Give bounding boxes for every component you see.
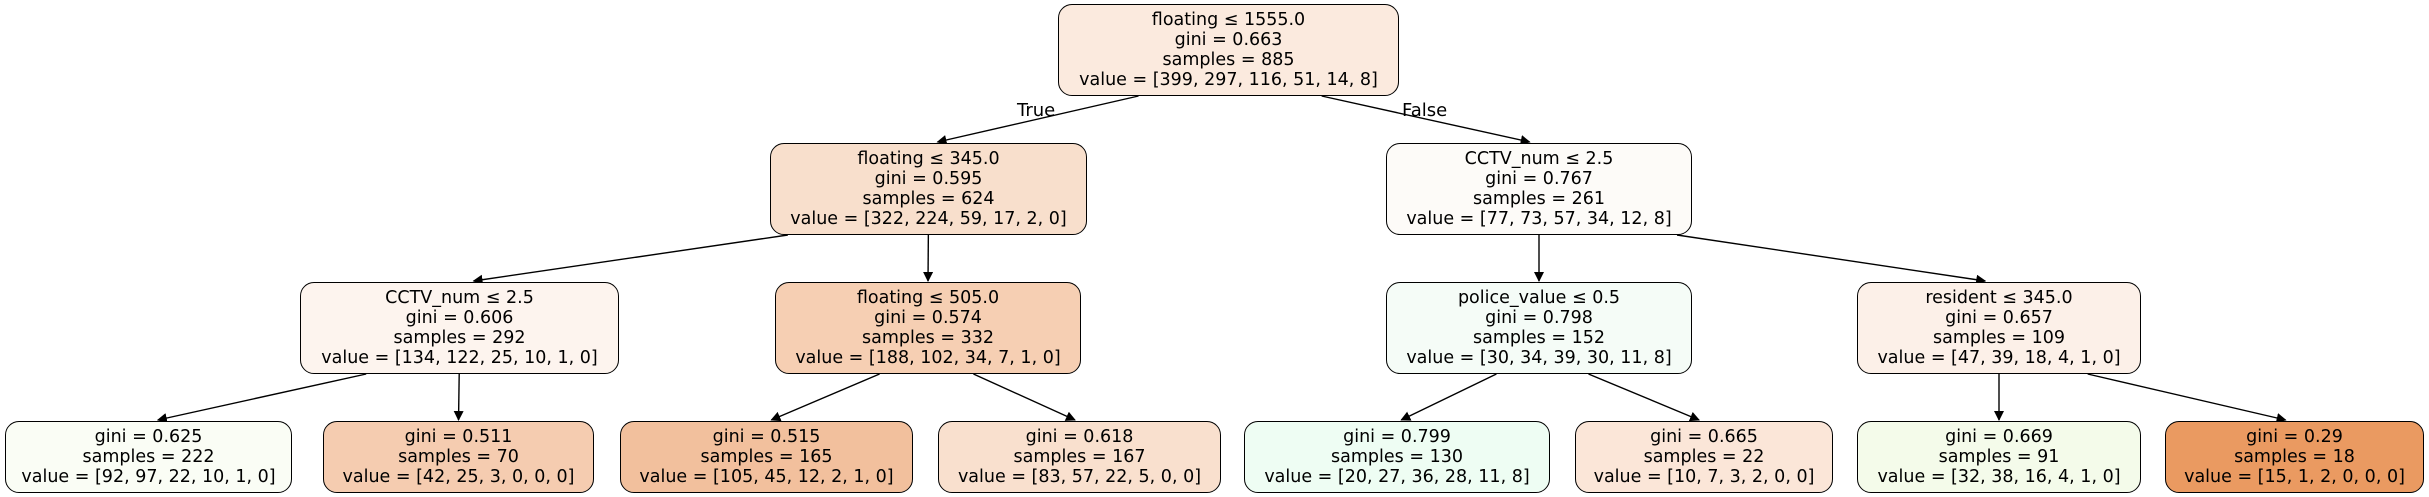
node-text-line: value = [42, 25, 3, 0, 0, 0] xyxy=(342,467,575,487)
node-text-line: value = [32, 38, 16, 4, 1, 0] xyxy=(1877,467,2121,487)
node-text-line: value = [83, 57, 22, 5, 0, 0] xyxy=(957,467,1202,487)
node-text-line: gini = 0.606 xyxy=(405,308,514,328)
node-text-line: gini = 0.767 xyxy=(1485,169,1593,189)
node-text-line: CCTV_num ≤ 2.5 xyxy=(1464,149,1614,169)
node-text-line: samples = 70 xyxy=(398,447,519,467)
edge-n4-l3 xyxy=(770,373,880,422)
node-text-line: gini = 0.669 xyxy=(1945,427,2053,447)
node-text-line: samples = 624 xyxy=(862,189,995,209)
node-text-line: samples = 165 xyxy=(700,447,833,467)
edge-n3-l1 xyxy=(156,373,367,423)
node-text-line: value = [92, 97, 22, 10, 1, 0] xyxy=(21,467,276,487)
node-text-line: CCTV_num ≤ 2.5 xyxy=(385,288,534,308)
edge-n1-n3 xyxy=(472,234,788,285)
node-text-line: floating ≤ 1555.0 xyxy=(1151,10,1306,30)
node-text-line: value = [30, 34, 39, 30, 11, 8] xyxy=(1406,348,1672,368)
node-text-line: gini = 0.574 xyxy=(874,308,982,328)
node-text-line: gini = 0.595 xyxy=(874,169,983,189)
node-text-line: samples = 91 xyxy=(1938,447,2060,467)
edge-root-n1 xyxy=(936,95,1139,145)
edge-n2-n6 xyxy=(1676,234,1987,285)
node-text-line: value = [77, 73, 57, 34, 12, 8] xyxy=(1406,209,1672,229)
edge-label-false: False xyxy=(1402,100,1448,121)
edge-root-n2 xyxy=(1321,95,1531,145)
node-text-line: gini = 0.657 xyxy=(1945,308,2053,328)
node-text-line: gini = 0.663 xyxy=(1174,30,1283,50)
node-text-line: floating ≤ 345.0 xyxy=(857,149,1000,169)
node-text-line: value = [105, 45, 12, 2, 1, 0] xyxy=(639,467,894,487)
edge-n6-l8 xyxy=(2087,373,2287,423)
node-text-line: value = [322, 224, 59, 17, 2, 0] xyxy=(790,209,1067,229)
edge-n4-l4 xyxy=(973,373,1076,421)
node-text-line: samples = 222 xyxy=(82,447,215,467)
node-text-line: police_value ≤ 0.5 xyxy=(1457,288,1621,308)
node-text-line: gini = 0.798 xyxy=(1485,308,1593,328)
node-text-line: gini = 0.618 xyxy=(1025,427,1134,447)
node-text-line: value = [15, 1, 2, 0, 0, 0] xyxy=(2184,467,2405,487)
node-text-line: value = [188, 102, 34, 7, 1, 0] xyxy=(795,348,1061,368)
node-text-line: value = [399, 297, 116, 51, 14, 8] xyxy=(1079,70,1378,90)
edge-n5-l5 xyxy=(1400,373,1497,421)
node-text-line: samples = 885 xyxy=(1162,50,1295,70)
edge-n3-l2 xyxy=(453,373,464,421)
node-text-line: samples = 292 xyxy=(393,328,526,348)
node-text-line: samples = 167 xyxy=(1013,447,1146,467)
node-text-line: gini = 0.665 xyxy=(1650,427,1758,447)
node-text-line: value = [47, 39, 18, 4, 1, 0] xyxy=(1877,348,2121,368)
node-text-line: samples = 332 xyxy=(862,328,994,348)
node-text-line: samples = 18 xyxy=(2234,447,2355,467)
node-text-line: value = [134, 122, 25, 10, 1, 0] xyxy=(321,348,598,368)
node-text-line: samples = 152 xyxy=(1473,328,1605,348)
node-text-line: resident ≤ 345.0 xyxy=(1925,288,2073,308)
edge-n5-l6 xyxy=(1588,373,1700,422)
node-text-line: gini = 0.515 xyxy=(712,427,821,447)
node-text-line: floating ≤ 505.0 xyxy=(856,288,1000,308)
node-text-line: value = [20, 27, 36, 28, 11, 8] xyxy=(1264,467,1530,487)
edge-label-true: True xyxy=(1017,100,1056,121)
node-text-line: gini = 0.511 xyxy=(404,427,513,447)
node-text-line: samples = 261 xyxy=(1473,189,1605,209)
node-text-line: gini = 0.625 xyxy=(94,427,203,447)
node-text-line: samples = 109 xyxy=(1933,328,2065,348)
node-text-line: samples = 22 xyxy=(1643,447,1765,467)
node-text-line: gini = 0.799 xyxy=(1343,427,1451,447)
node-text-line: samples = 130 xyxy=(1331,447,1463,467)
node-text-line: value = [10, 7, 3, 2, 0, 0] xyxy=(1593,467,1815,487)
node-text-line: gini = 0.29 xyxy=(2246,427,2343,447)
